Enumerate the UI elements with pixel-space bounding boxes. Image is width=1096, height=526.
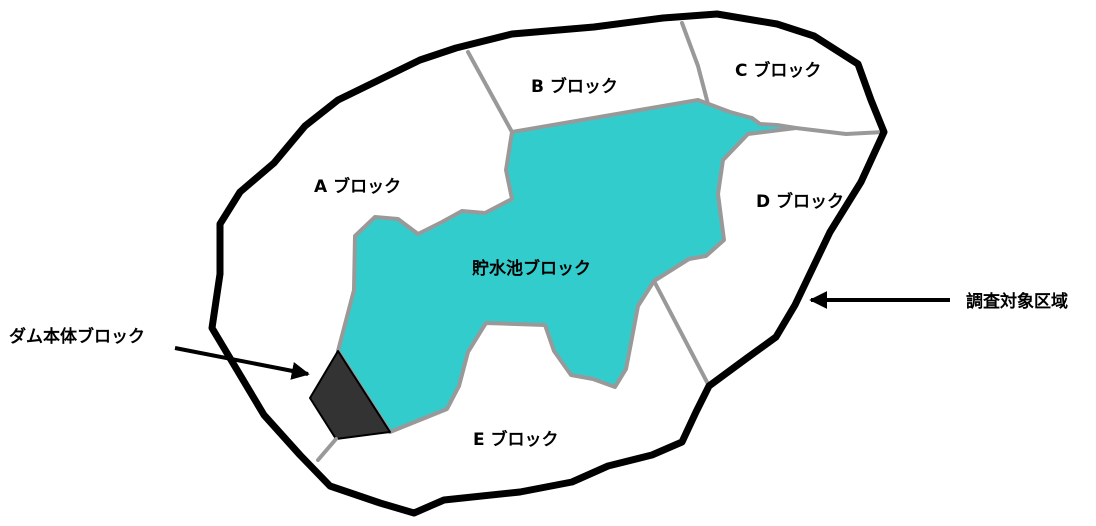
boundary-d-e [652, 279, 710, 386]
boundary-c-d [794, 126, 886, 136]
boundary-b-c [680, 21, 710, 106]
block-e-label: E ブロック [473, 429, 559, 450]
block-b-label: B ブロック [531, 76, 618, 97]
boundary-a-e [316, 437, 338, 462]
boundary-a-b [466, 50, 514, 134]
dam-body-callout-arrow [174, 346, 310, 380]
reservoir-block-label: 貯水池ブロック [472, 258, 591, 279]
block-c-label: C ブロック [735, 60, 821, 81]
survey-area-boundary [208, 10, 888, 517]
block-d-label: D ブロック [756, 191, 844, 212]
dam-body-callout-label: ダム本体ブロック [9, 326, 145, 347]
survey-area-callout-label: 調査対象区域 [966, 291, 1068, 312]
block-a-label: A ブロック [314, 176, 401, 197]
reservoir-block-area [336, 98, 798, 434]
